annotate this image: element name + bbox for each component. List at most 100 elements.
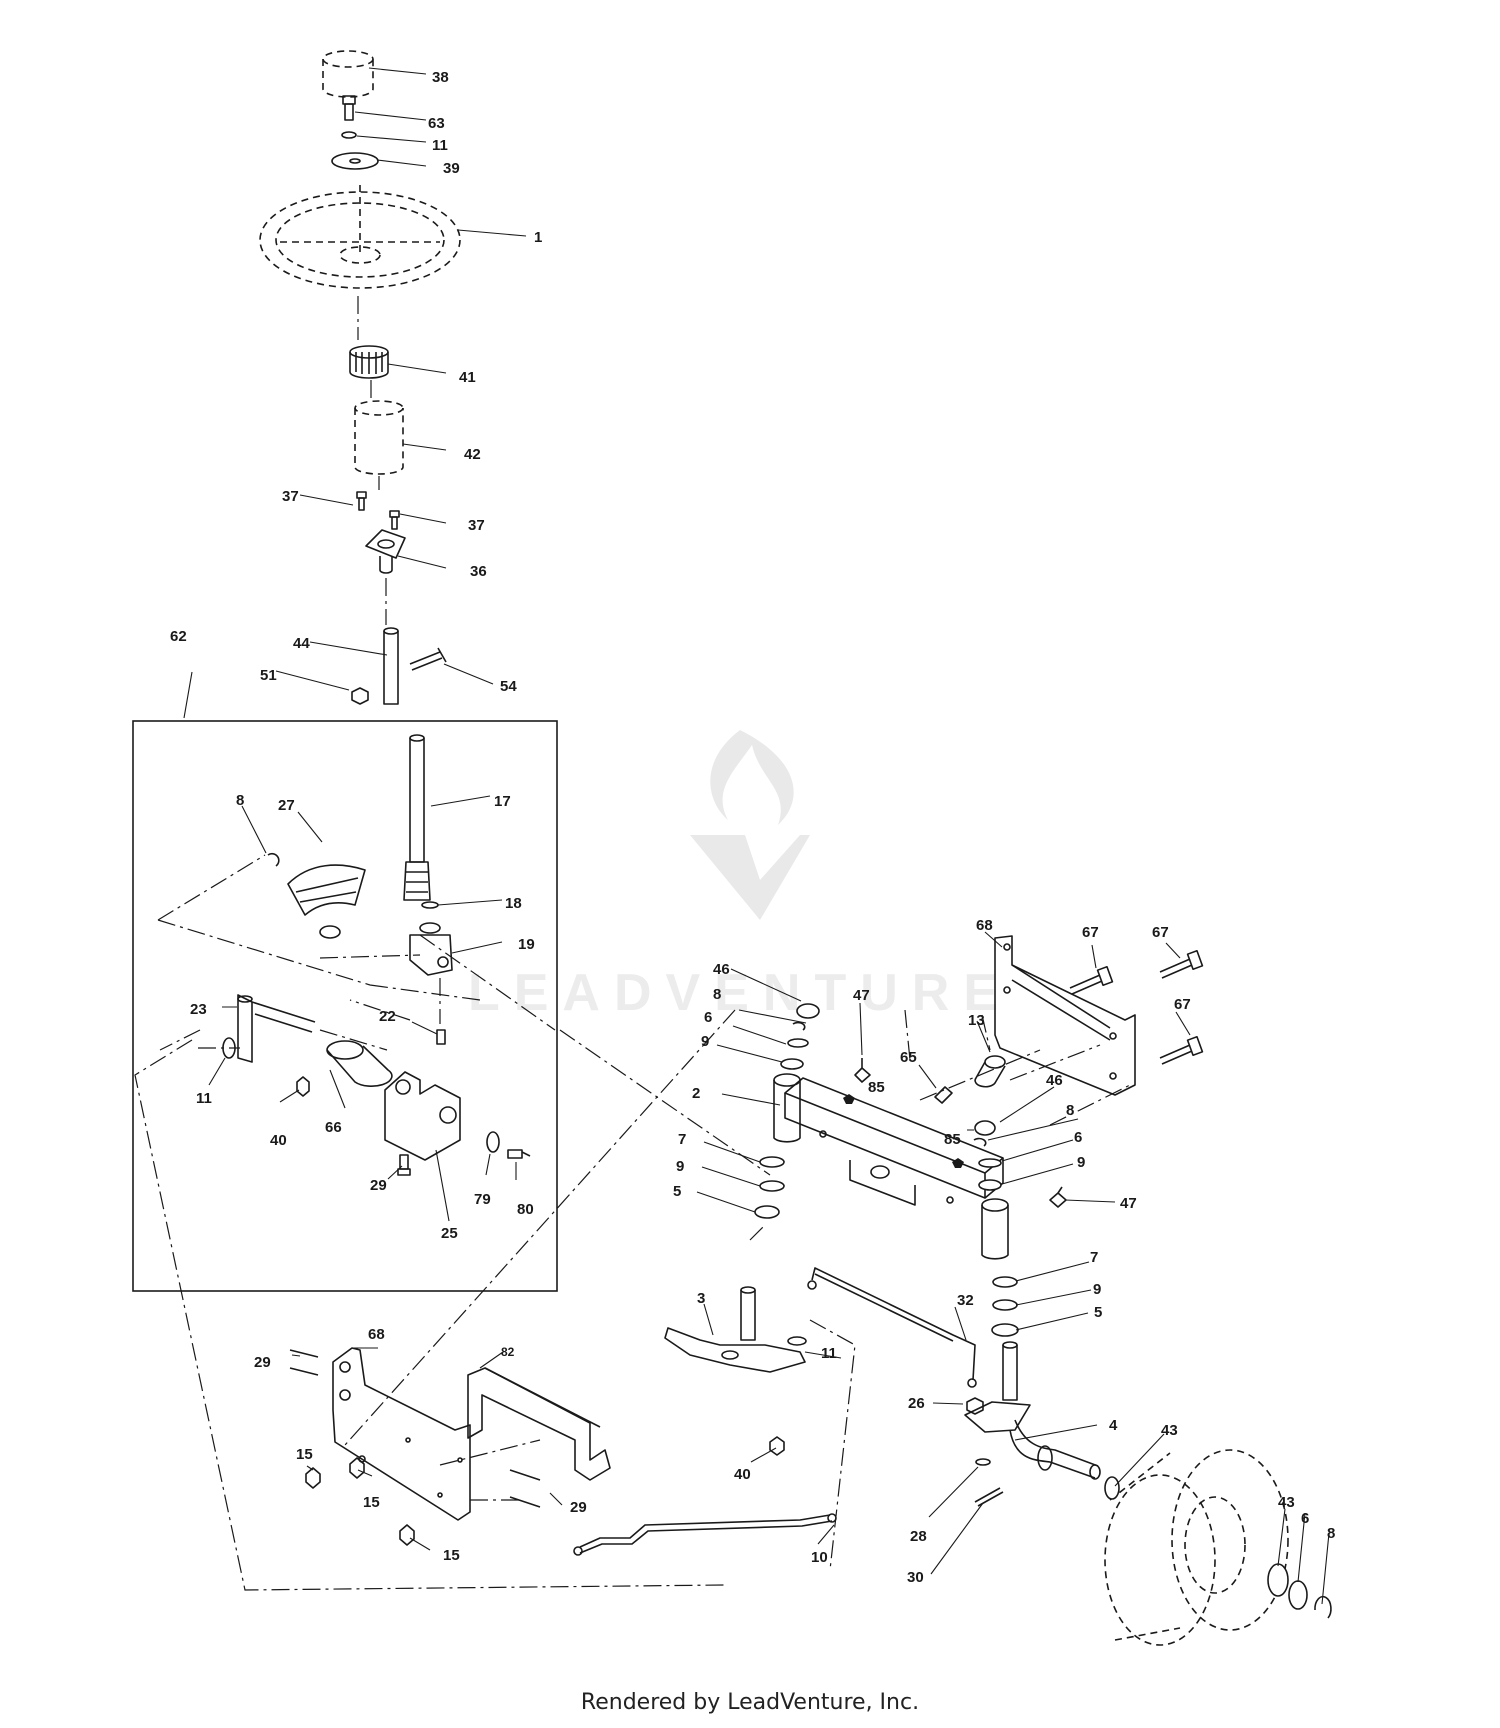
callout-68: 68 [368,1326,385,1343]
steering-arm-part [237,994,316,1063]
steering-shaft-part [383,627,399,705]
callout-29: 29 [254,1354,271,1371]
callout-47: 47 [1120,1195,1137,1212]
nut-26-part [966,1397,984,1415]
callout-41: 41 [459,369,476,386]
bolt-67b-part [1159,949,1204,979]
sector-gear-part [287,864,366,939]
steering-adapter-part [349,345,389,379]
e-clip-8c-part [973,1137,987,1147]
callout-29: 29 [570,1499,587,1516]
callout-22: 22 [379,1008,396,1025]
callout-43: 43 [1161,1422,1178,1439]
callout-28: 28 [910,1528,927,1545]
callout-4: 4 [1109,1417,1118,1434]
callout-32: 32 [957,1292,974,1309]
callout-42: 42 [464,446,481,463]
washer-5a-part [754,1205,780,1219]
callout-67: 67 [1174,996,1191,1013]
callout-37: 37 [282,488,299,505]
set-screw-22-part [436,1029,446,1045]
callout-7: 7 [1090,1249,1098,1266]
callout-6: 6 [1301,1510,1309,1527]
callout-9: 9 [676,1158,684,1175]
tie-rod-32-part [807,1267,977,1388]
nut-40a-part [296,1076,310,1097]
washer-9a-part [780,1058,804,1070]
bearing-block-part [409,922,453,976]
bolt-80-part [507,1149,531,1159]
e-clip-8b-part [792,1021,806,1031]
rendered-by-caption: Rendered by LeadVenture, Inc. [580,1690,920,1715]
callout-63: 63 [428,115,445,132]
callout-66: 66 [325,1119,342,1136]
grease-fitting-47b-part [1049,1186,1067,1208]
callout-37: 37 [468,517,485,534]
callout-8: 8 [1327,1525,1335,1542]
leadventure-watermark: LEADVENTURE [468,730,998,1022]
callout-27: 27 [278,797,295,814]
callout-85: 85 [944,1131,961,1148]
callout-19: 19 [518,936,535,953]
callout-62: 62 [170,628,187,645]
bolt-54-part [409,647,447,671]
steering-gear-assembly-inset [132,720,558,1292]
callout-15: 15 [443,1547,460,1564]
callout-6: 6 [704,1009,712,1026]
nut-40b-part [769,1436,785,1456]
callout-46: 46 [1046,1072,1063,1089]
lower-bracket-group [289,1347,611,1546]
callout-38: 38 [432,69,449,86]
nut-85a-part [843,1094,855,1104]
callout-18: 18 [505,895,522,912]
callout-11: 11 [432,137,448,154]
nut-15c-part [399,1524,415,1546]
washer-9c-part [978,1179,1002,1191]
callout-9: 9 [1077,1154,1085,1171]
steering-column-group [259,50,461,705]
grease-fitting-47a-part [854,1058,871,1083]
nut-85b-part [952,1158,964,1168]
callout-10: 10 [811,1549,828,1566]
steering-sleeve-part [354,400,404,475]
washer-6b-part [978,1158,1002,1168]
e-clip-8a-part [267,852,280,867]
axle-bracket-68a-part [994,935,1136,1096]
bolt-67a-part [1069,965,1114,995]
nut-51-part [351,687,369,705]
callout-15: 15 [296,1446,313,1463]
callout-8: 8 [236,792,244,809]
washer-6a-part [787,1038,809,1048]
pinion-shaft-part [403,734,431,901]
bracket-82-part [467,1367,611,1481]
washer-5b-part [991,1323,1019,1337]
callout-80: 80 [517,1201,534,1218]
hub-washer-43b-part [1267,1563,1289,1597]
lock-washer-part [341,131,357,139]
callout-26: 26 [908,1395,925,1412]
bolt-67c-part [1159,1035,1204,1065]
callout-13: 13 [968,1012,985,1029]
washer-79-part [486,1131,500,1153]
flat-washer-part [331,152,379,170]
axle-bracket-68b-part [332,1347,471,1521]
steering-bolt-part [342,95,356,121]
left-spindle-part [664,1286,806,1373]
callout-11: 11 [196,1090,212,1107]
callout-43: 43 [1278,1494,1295,1511]
cap-46a-part [796,1003,820,1019]
front-axle-group [754,935,1204,1337]
callout-15: 15 [363,1494,380,1511]
callout-79: 79 [474,1191,491,1208]
front-tire-part [1104,1449,1289,1646]
callout-9: 9 [1093,1281,1101,1298]
callout-8: 8 [1066,1102,1074,1119]
right-spindle-part [964,1341,1101,1480]
bolt-29b-part [289,1349,319,1376]
washer-28-part [975,1458,991,1466]
callout-54: 54 [500,678,517,695]
callout-8: 8 [713,986,721,1003]
callout-2: 2 [692,1085,700,1102]
callout-40: 40 [270,1132,287,1149]
callout-47: 47 [853,987,870,1004]
